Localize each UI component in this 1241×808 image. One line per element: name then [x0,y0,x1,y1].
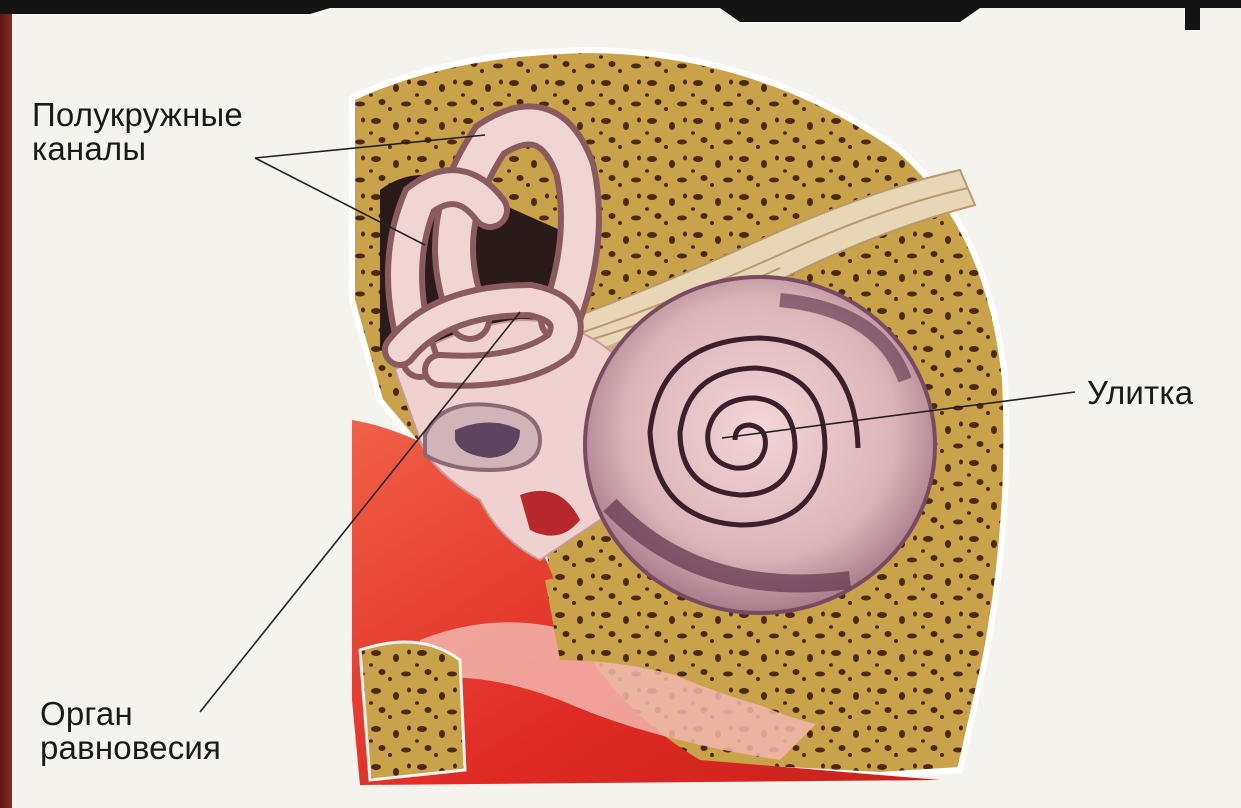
top-frame-strip [0,0,1241,30]
lower-bone-block [360,642,465,780]
balance-organ [425,404,540,470]
balance-organ-label: Орган равновесия [40,697,221,765]
cochlea [585,277,935,613]
semicircular-canals-label: Полукружные каналы [32,98,243,166]
left-frame-strip [0,0,12,808]
cochlea-label: Улитка [1087,376,1193,410]
